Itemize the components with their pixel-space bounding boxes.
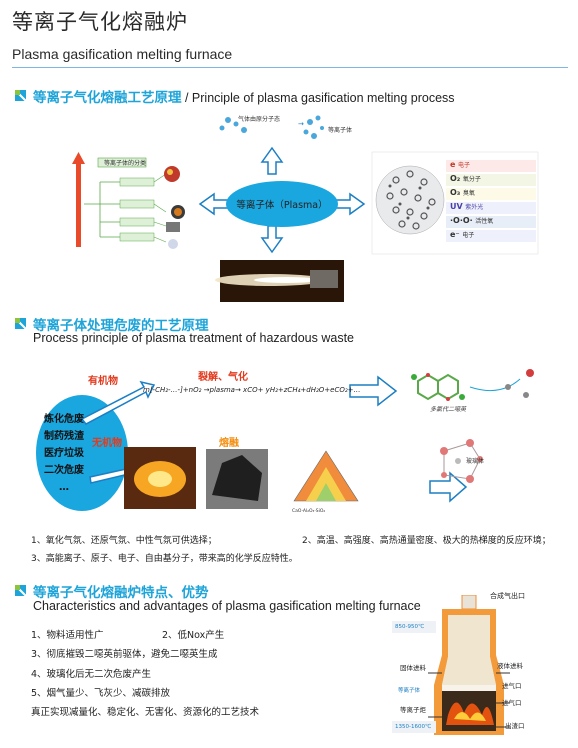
waste-item: … <box>59 482 69 493</box>
legend-sym: O₃ <box>450 188 461 197</box>
furnace-plasma: 等离子体 <box>398 688 421 694</box>
plasma-center-label: 等离子体（Plasma） <box>236 199 327 211</box>
legend-sym: ·O·O· <box>450 216 473 225</box>
legend-sym: e⁻ <box>450 230 460 239</box>
note-1: 1、氧化气氛、还原气氛、中性气氛可供选择； <box>31 536 217 546</box>
section3-heading-zh: 等离子气化熔融炉特点、优势 <box>33 585 209 601</box>
waste-item: 二次危废 <box>44 465 84 476</box>
section-bullet-icon <box>14 317 27 330</box>
waste-item: 炼化危废 <box>44 414 84 425</box>
legend-row-active-oxygen: ·O·O· 活性氧 <box>450 216 560 230</box>
section2-heading-zh: 等离子体处理危废的工艺原理 <box>33 318 209 334</box>
feature-2: 2、低Nox产生 <box>162 630 225 641</box>
furnace-temp-bottom: 1350-1600℃ <box>395 724 432 730</box>
molecule-note: 气体由原分子态 <box>238 115 280 123</box>
dioxin-label: 多氯代二噁英 <box>430 406 467 413</box>
section-bullet-icon <box>14 584 27 597</box>
furnace-diagram <box>392 595 510 735</box>
organic-label: 有机物 <box>88 376 118 387</box>
section1-heading: 等离子气化熔融工艺原理 / Principle of plasma gasifi… <box>33 86 455 106</box>
particle-legend: e 电子 O₂ 氧分子 O₃ 臭氧 UV 紫外光 ·O·O· 活性氧 e⁻ 电子 <box>450 160 560 244</box>
plasma-note: 等离子体 <box>328 126 352 134</box>
section1-heading-en: / Principle of plasma gasification melti… <box>181 91 455 105</box>
legend-sym: O₂ <box>450 174 461 183</box>
feature-3: 3、彻底摧毁二噁英前驱体，避免二噁英生成 <box>31 649 218 660</box>
note-2: 2、高温、高强度、高热通量密度、极大的热梯度的反应环境； <box>302 536 551 546</box>
furnace-liquid-feed: 液体进料 <box>497 662 523 670</box>
plasma-classification-tree <box>72 152 185 249</box>
section2-heading-en: Process principle of plasma treatment of… <box>33 331 354 345</box>
page-subtitle: Plasma gasification melting furnace <box>12 46 233 62</box>
furnace-gas-outlet: 合成气出口 <box>490 592 525 600</box>
legend-sym: e <box>450 160 456 169</box>
section3-heading-en: Characteristics and advantages of plasma… <box>33 599 421 613</box>
pyrolysis-label: 裂解、气化 <box>198 372 248 383</box>
legend-text: 电子 <box>462 232 475 239</box>
legend-sym: UV <box>450 202 463 211</box>
legend-row-uv: UV 紫外光 <box>450 202 560 216</box>
plasma-principle-diagram: 等离子体的分类 等离子体（Plasma） → 气体由原分子态 等离子体 <box>72 115 539 302</box>
furnace-air-inlet-1: 进气口 <box>502 682 522 690</box>
furnace-torch: 等离子炬 <box>400 706 426 714</box>
inorganic-label: 无机物 <box>92 438 122 449</box>
furnace-solid-feed: 固体进料 <box>400 664 426 672</box>
title-divider <box>12 67 568 68</box>
legend-text: 臭氧 <box>462 190 475 197</box>
legend-text: 活性氧 <box>475 218 494 225</box>
hazardous-waste-diagram <box>36 369 534 511</box>
note-3: 3、高能离子、原子、电子、自由基分子，带来高的化学反应特性。 <box>31 554 298 564</box>
waste-ellipse <box>36 395 128 511</box>
dioxin-molecule <box>411 369 534 401</box>
feature-4: 4、玻璃化后无二次危废产生 <box>31 669 152 680</box>
feature-summary: 真正实现减量化、稳定化、无害化、资源化的工艺技术 <box>31 707 260 718</box>
legend-text: 电子 <box>457 162 470 169</box>
feature-5: 5、烟气量少、飞灰少、减碳排放 <box>31 688 171 699</box>
reaction-equation: m[-CH₂-…-]+nO₂ →plasma→ xCO+ yH₂+zCH₄+dH… <box>143 386 361 394</box>
plasma-center-ellipse <box>226 181 338 227</box>
section1-heading-zh: 等离子气化熔融工艺原理 <box>33 90 182 106</box>
svg-text:→: → <box>298 120 304 128</box>
furnace-slag-outlet: 出渣口 <box>505 722 525 730</box>
melting-label: 熔融 <box>219 438 239 449</box>
legend-row-oxygen: O₂ 氧分子 <box>450 174 560 188</box>
molecule-cluster: → <box>219 115 324 139</box>
legend-row-electron-2: e⁻ 电子 <box>450 230 560 244</box>
furnace-temp-top: 850-950℃ <box>395 624 425 630</box>
legend-text: 氧分子 <box>462 176 481 183</box>
page-title: 等离子气化熔融炉 <box>12 10 188 34</box>
legend-text: 紫外光 <box>465 204 484 211</box>
feature-1: 1、物料适用性广 <box>31 630 104 641</box>
legend-row-electron: e 电子 <box>450 160 560 174</box>
waste-item: 制药残渣 <box>44 431 84 442</box>
legend-row-ozone: O₃ 臭氧 <box>450 188 560 202</box>
section-bullet-icon <box>14 89 27 102</box>
glass-structure <box>440 439 483 483</box>
furnace-air-inlet-2: 进气口 <box>502 699 522 707</box>
waste-list: 炼化危废 制药残渣 医疗垃圾 二次危废 … <box>38 411 90 496</box>
glass-label: 玻璃体 <box>466 458 485 465</box>
ternary-axis-label: CaO·Al₂O₃·SiO₂ <box>292 509 326 514</box>
waste-item: 医疗垃圾 <box>44 448 84 459</box>
tree-title: 等离子体的分类 <box>104 159 146 167</box>
